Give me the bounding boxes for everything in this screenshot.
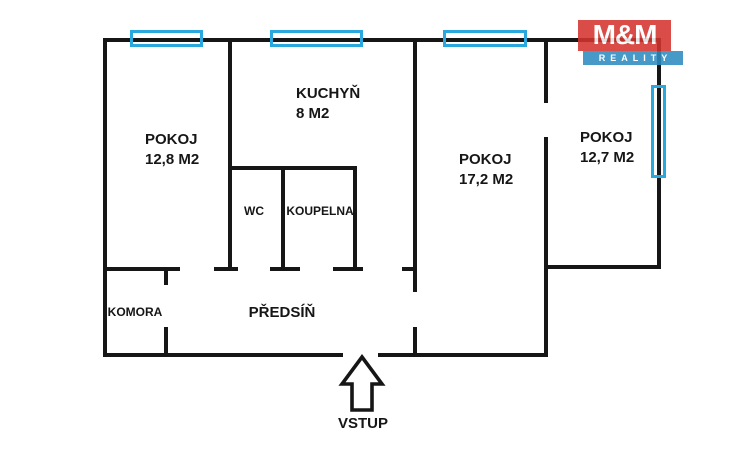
room-name: POKOJ xyxy=(459,151,512,168)
room-name: KOMORA xyxy=(107,305,163,319)
wall-pokoj-kuchyn-divider xyxy=(228,38,232,271)
wall-mid-right-upper xyxy=(544,38,548,103)
wall-left xyxy=(103,38,107,357)
room-label-komora: KOMORA xyxy=(108,305,163,319)
wall-bottom-left-segment xyxy=(103,353,343,357)
wall-komora-right-lower xyxy=(164,327,168,357)
wall-kuchyn-pokoj2-divider-lower xyxy=(413,327,417,357)
window-symbol-3 xyxy=(443,30,527,47)
wall-right-upper xyxy=(657,38,661,269)
room-name: KUCHYŇ xyxy=(296,85,361,102)
room-label-pokoj-12-7: POKOJ 12,7 M2 xyxy=(580,128,634,168)
room-label-pokoj-17-2: POKOJ 17,2 M2 xyxy=(459,150,513,190)
wall-koupelna-right xyxy=(353,166,357,269)
room-area: 8 M2 xyxy=(296,105,330,122)
logo-title: M&M xyxy=(578,20,671,51)
room-name: POKOJ xyxy=(580,129,633,146)
wall-wc-koupelna-divider xyxy=(281,166,285,269)
room-area: 17,2 M2 xyxy=(459,171,514,188)
window-symbol-2 xyxy=(270,30,363,47)
room-label-koupelna: KOUPELNA xyxy=(286,204,353,218)
wall-door-stub-2 xyxy=(270,267,300,271)
room-area: 12,7 M2 xyxy=(580,149,635,166)
room-name: PŘEDSÍŇ xyxy=(248,304,316,321)
wall-komora-right-upper xyxy=(164,267,168,285)
entrance-label: VSTUP xyxy=(338,414,388,434)
room-name: WC xyxy=(244,204,264,218)
window-symbol-4 xyxy=(651,85,666,178)
wall-komora-top xyxy=(103,267,180,271)
wall-mid-right-lower xyxy=(544,137,548,357)
room-name: POKOJ xyxy=(145,131,198,148)
room-label-wc: WC xyxy=(244,204,264,218)
entrance-arrow-icon xyxy=(338,353,386,412)
wall-top xyxy=(103,38,661,42)
logo-subtitle: REALITY xyxy=(583,51,683,65)
room-label-predsin: PŘEDSÍŇ xyxy=(249,303,316,323)
wall-pokoj-12-7-bottom xyxy=(544,265,661,269)
wall-door-stub-4 xyxy=(402,267,417,271)
mm-reality-logo: M&M REALITY xyxy=(578,20,683,65)
wall-door-stub-3 xyxy=(333,267,363,271)
room-label-kuchyn: KUCHYŇ 8 M2 xyxy=(296,84,360,124)
wall-bottom-right-segment xyxy=(378,353,548,357)
room-name: KOUPELNA xyxy=(286,204,354,218)
wall-kuchyn-pokoj2-divider-upper xyxy=(413,38,417,292)
room-label-pokoj-12-8: POKOJ 12,8 M2 xyxy=(145,130,199,170)
entrance-text: VSTUP xyxy=(337,415,389,432)
wall-door-stub-1 xyxy=(214,267,238,271)
window-symbol-1 xyxy=(130,30,203,47)
room-area: 12,8 M2 xyxy=(145,151,200,168)
wall-wc-koupelna-top xyxy=(228,166,357,170)
